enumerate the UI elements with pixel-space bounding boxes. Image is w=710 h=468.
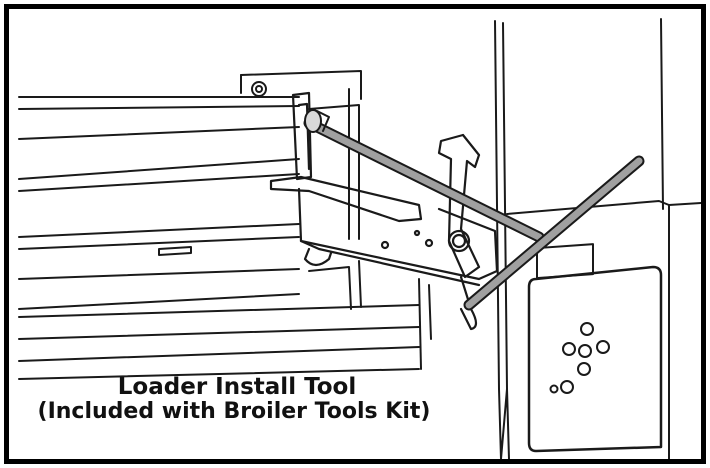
broiler-loader-illustration <box>18 18 701 459</box>
mounting-bolt <box>251 81 267 97</box>
control-button <box>560 380 574 394</box>
display-screen <box>536 243 594 280</box>
broiler-opening <box>18 70 432 380</box>
figure-caption: Loader Install Tool (Included with Broil… <box>27 375 447 424</box>
control-button <box>596 340 610 354</box>
control-panel <box>527 243 663 453</box>
figure-frame: Loader Install Tool (Included with Broil… <box>4 4 706 464</box>
caption-title: Loader Install Tool <box>117 374 357 400</box>
caption-subtitle: (Included with Broiler Tools Kit) <box>37 398 431 424</box>
broiler-cabinet <box>494 18 701 459</box>
loader-bracket <box>269 91 499 287</box>
control-button <box>562 342 576 356</box>
control-button <box>577 362 591 376</box>
install-tool-rod <box>303 109 545 243</box>
indicator-light <box>549 384 559 394</box>
install-tool-handle <box>463 155 645 311</box>
control-button <box>580 322 594 336</box>
control-button <box>578 344 592 358</box>
